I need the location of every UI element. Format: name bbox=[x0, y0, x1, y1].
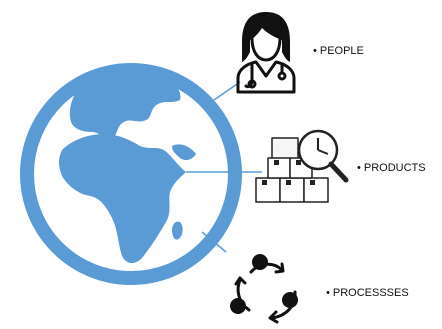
globe-icon bbox=[20, 63, 242, 285]
processes-bullet: • bbox=[326, 287, 330, 299]
boxes-clock-icon bbox=[255, 129, 349, 203]
people-label: •PEOPLE bbox=[313, 45, 364, 57]
processes-label: •PROCESSSES bbox=[326, 287, 409, 299]
connector-people bbox=[213, 81, 241, 101]
products-label-text: PRODUCTS bbox=[363, 162, 426, 174]
connector-processes bbox=[201, 231, 227, 253]
processes-label-text: PROCESSSES bbox=[332, 287, 409, 299]
cycle-process-icon bbox=[230, 254, 298, 324]
products-bullet: • bbox=[357, 162, 361, 174]
people-label-text: PEOPLE bbox=[319, 45, 364, 57]
connector-lines bbox=[186, 81, 262, 253]
doctor-icon bbox=[236, 12, 296, 94]
products-label: •PRODUCTS bbox=[357, 162, 426, 174]
people-bullet: • bbox=[313, 45, 317, 57]
